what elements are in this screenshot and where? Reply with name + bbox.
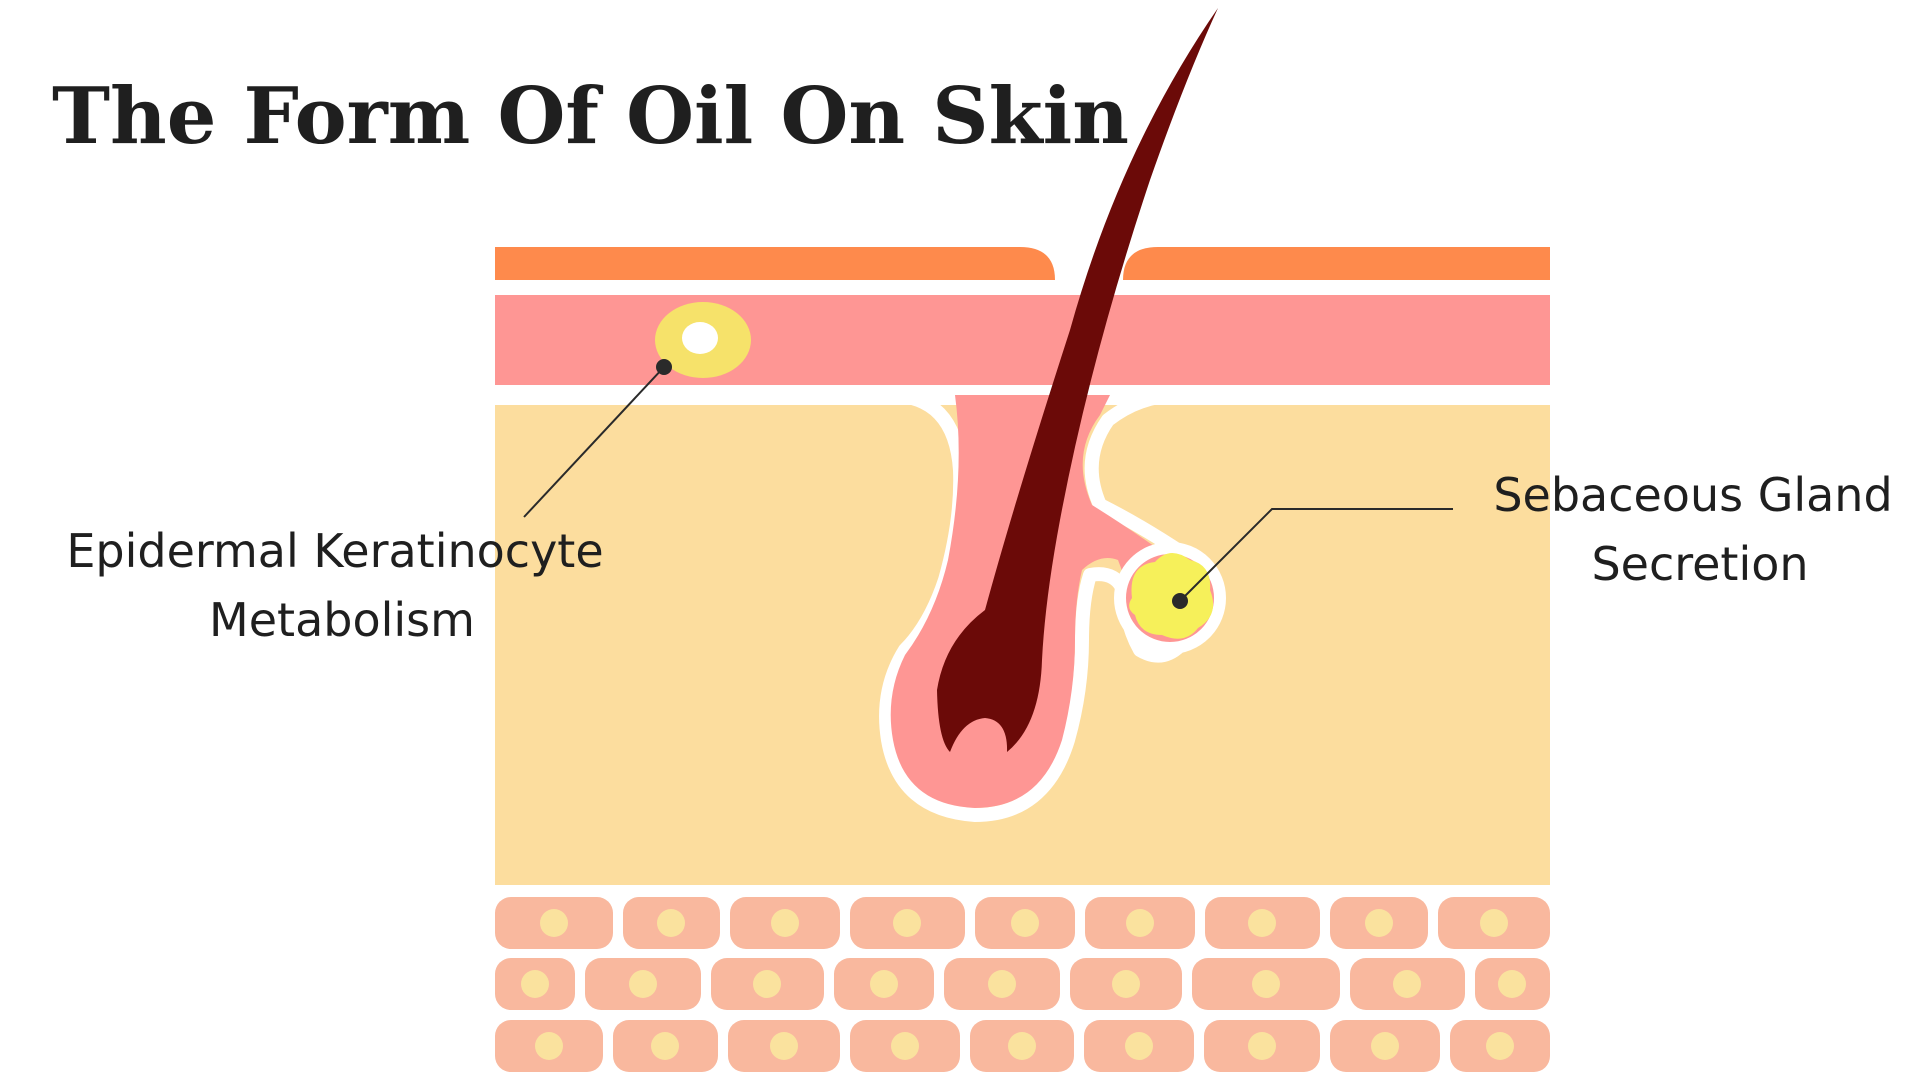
keratinocyte-label-line2: Metabolism [209, 593, 475, 647]
hair-shaft [937, 8, 1218, 752]
epidermal-oil-core [682, 322, 718, 354]
stratum-corneum-left [495, 247, 1055, 280]
subcutaneous-cell-nuclei [521, 909, 1526, 1060]
sebaceous-label: Sebaceous Gland [1493, 468, 1892, 522]
sebaceous-label-line2: Secretion [1591, 537, 1808, 591]
diagram-title: The Form Of Oil On Skin [52, 71, 1129, 162]
sebum-droplet [1129, 552, 1214, 639]
sebaceous-leader-line [1179, 508, 1453, 602]
keratinocyte-leader-line [523, 366, 665, 518]
keratinocyte-label: Epidermal Keratinocyte [66, 524, 603, 578]
stratum-corneum-right [1123, 247, 1550, 280]
sebaceous-leader-dot [1172, 593, 1188, 609]
keratinocyte-leader-dot [656, 359, 672, 375]
epidermis-layer [495, 295, 1550, 385]
